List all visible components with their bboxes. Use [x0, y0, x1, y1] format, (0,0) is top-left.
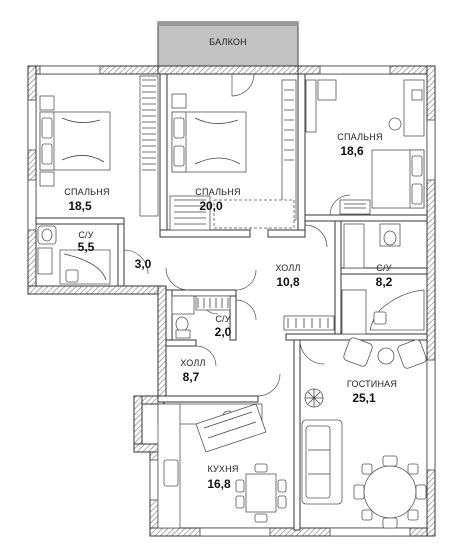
room-name: ХОЛЛ — [275, 263, 300, 273]
armchairs — [343, 337, 427, 369]
room-hall-main: ХОЛЛ 10,8 — [275, 263, 300, 289]
room-area: 25,1 — [352, 391, 376, 405]
room-name: СПАЛЬНЯ — [195, 187, 240, 197]
room-bedroom-middle: СПАЛЬНЯ 20,0 — [195, 187, 240, 213]
room-name: СПАЛЬНЯ — [64, 187, 109, 197]
wardrobe-middle — [169, 79, 297, 231]
room-area: 18,5 — [68, 199, 92, 213]
room-kitchen: КУХНЯ 16,8 — [207, 464, 238, 491]
wardrobe-left — [139, 75, 159, 217]
room-name: С/У — [215, 314, 230, 324]
room-bedroom-left: СПАЛЬНЯ 18,5 — [64, 187, 109, 213]
room-name: С/У — [78, 230, 93, 240]
bed-middle — [171, 93, 247, 173]
room-area: 5,5 — [78, 240, 95, 254]
room-area: 16,8 — [207, 477, 231, 491]
room-area: 20,0 — [199, 199, 223, 213]
balcony-label-group: БАЛКОН — [209, 37, 247, 47]
bathroom-left-fixtures — [37, 225, 111, 285]
room-name: С/У — [376, 263, 391, 273]
room-area: 10,8 — [276, 275, 300, 289]
room-name: ХОЛЛ — [180, 358, 205, 368]
room-bath-small: С/У 2,0 — [215, 314, 232, 339]
bed-left — [39, 95, 111, 187]
hall-shelves — [195, 295, 335, 331]
balcony — [157, 21, 299, 68]
kitchen-table — [235, 463, 287, 523]
sofa — [301, 419, 343, 505]
desk-right — [305, 79, 425, 137]
room-bath-right: С/У 8,2 — [376, 263, 393, 289]
bathroom-small-fixtures — [171, 295, 195, 339]
room-bedroom-right: СПАЛЬНЯ 18,6 — [337, 132, 382, 158]
balcony-label: БАЛКОН — [209, 37, 247, 47]
plant — [304, 388, 324, 408]
room-area: 8,7 — [183, 370, 200, 384]
room-closet: 3,0 — [135, 257, 152, 271]
room-name: КУХНЯ — [207, 464, 238, 474]
interior-walls — [35, 73, 428, 531]
room-area: 3,0 — [135, 257, 152, 271]
exterior-walls — [27, 65, 436, 537]
bathroom-right-fixtures — [341, 223, 425, 335]
room-living: ГОСТИНАЯ 25,1 — [347, 379, 397, 405]
room-area: 2,0 — [215, 325, 232, 339]
room-name: ГОСТИНАЯ — [347, 379, 397, 389]
room-hall-lower: ХОЛЛ 8,7 — [180, 358, 205, 384]
kitchen-counter — [157, 403, 267, 529]
room-bath-left: С/У 5,5 — [78, 230, 95, 254]
room-area: 18,6 — [340, 144, 364, 158]
bed-right — [339, 149, 425, 215]
room-name: СПАЛЬНЯ — [337, 132, 382, 142]
room-area: 8,2 — [376, 275, 393, 289]
dining-table — [353, 455, 427, 529]
